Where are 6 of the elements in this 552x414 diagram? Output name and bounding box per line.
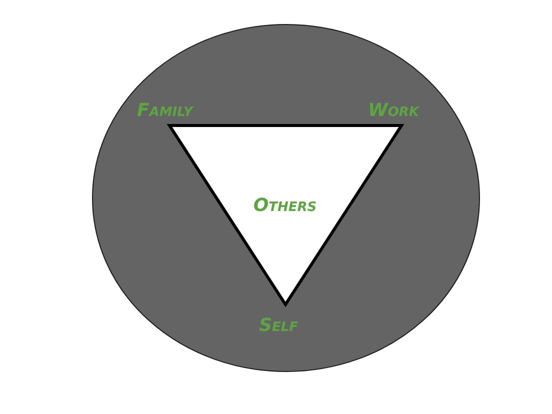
vertex-label: Family bbox=[137, 101, 193, 121]
outer-ellipse bbox=[92, 24, 480, 372]
center-label: Others bbox=[253, 196, 317, 216]
vertex-label: Self bbox=[259, 316, 298, 336]
inner-triangle bbox=[168, 124, 403, 306]
vertex-label: Work bbox=[368, 101, 419, 121]
